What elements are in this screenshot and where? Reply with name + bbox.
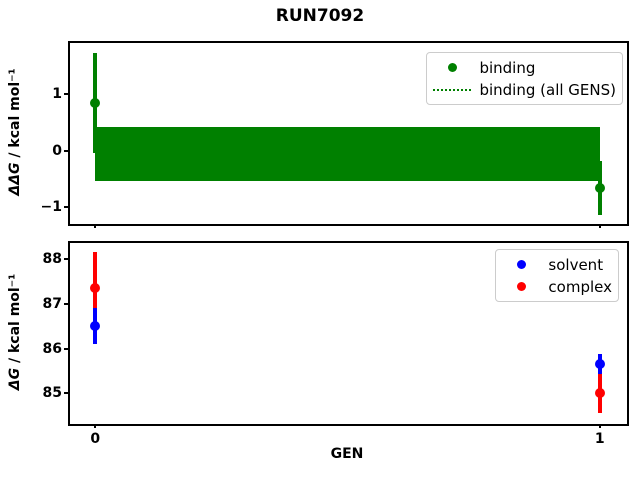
confidence-band	[95, 126, 600, 181]
y-tick	[64, 392, 68, 395]
ylabel-ddg-units: / kcal mol⁻¹	[7, 68, 23, 163]
complex-data-point-marker	[90, 282, 101, 293]
legend-row-solvent: solvent	[502, 255, 612, 274]
legend-swatch-area	[502, 282, 540, 291]
y-tick	[64, 206, 68, 209]
figure-title: RUN7092	[275, 6, 365, 26]
y-tick-label: 85	[42, 385, 62, 402]
complex-data-point-marker	[594, 388, 605, 399]
x-tick	[94, 224, 97, 228]
y-tick	[64, 92, 68, 95]
legend-row-binding: binding	[433, 58, 616, 77]
ylabel-ddg-symbol: ΔΔG	[7, 162, 23, 196]
y-tick-label: −1	[40, 199, 62, 216]
y-tick	[64, 149, 68, 152]
x-tick-label: 1	[594, 431, 605, 447]
y-axis-label-dg: ΔG / kcal mol⁻¹	[7, 274, 23, 390]
binding-data-point-marker	[90, 98, 101, 109]
legend-row-binding-all-gens: binding (all GENS)	[433, 80, 616, 99]
y-tick-label: 0	[52, 142, 62, 159]
y-axis-label-ddg: ΔΔG / kcal mol⁻¹	[7, 68, 23, 195]
binding-dotted-line-swatch-icon	[433, 88, 472, 91]
legend-binding: binding binding (all GENS)	[426, 52, 623, 105]
binding-data-point-marker	[594, 183, 605, 193]
x-tick-label: 0	[90, 431, 101, 447]
legend-row-complex: complex	[502, 277, 612, 296]
y-tick	[64, 258, 68, 261]
y-tick-label: 1	[52, 85, 62, 102]
y-tick-label: 86	[42, 340, 62, 357]
y-tick-label: 88	[42, 251, 62, 268]
legend-swatch-area	[433, 63, 471, 72]
legend-swatch-area	[433, 88, 472, 91]
legend-dg: solvent complex	[495, 249, 619, 302]
legend-label-binding: binding	[479, 58, 536, 77]
legend-label-binding-all-gens: binding (all GENS)	[479, 80, 616, 99]
ylabel-dg-units: / kcal mol⁻¹	[7, 273, 23, 368]
x-tick	[598, 224, 601, 228]
y-tick	[64, 347, 68, 350]
legend-label-solvent: solvent	[548, 255, 604, 274]
y-tick-label: 87	[42, 295, 62, 312]
legend-label-complex: complex	[548, 277, 612, 296]
solvent-dot-swatch-icon	[516, 260, 526, 269]
solvent-data-point-marker	[90, 321, 101, 332]
x-tick	[94, 424, 97, 428]
x-tick	[598, 424, 601, 428]
x-axis-label: GEN	[330, 446, 364, 462]
legend-swatch-area	[502, 260, 540, 269]
binding-dot-swatch-icon	[447, 63, 457, 72]
complex-dot-swatch-icon	[516, 282, 526, 291]
y-tick	[64, 302, 68, 305]
axes-frame	[68, 241, 629, 426]
solvent-data-point-marker	[594, 359, 605, 370]
ylabel-dg-symbol: ΔG	[7, 367, 23, 391]
axes-frame	[68, 41, 629, 226]
